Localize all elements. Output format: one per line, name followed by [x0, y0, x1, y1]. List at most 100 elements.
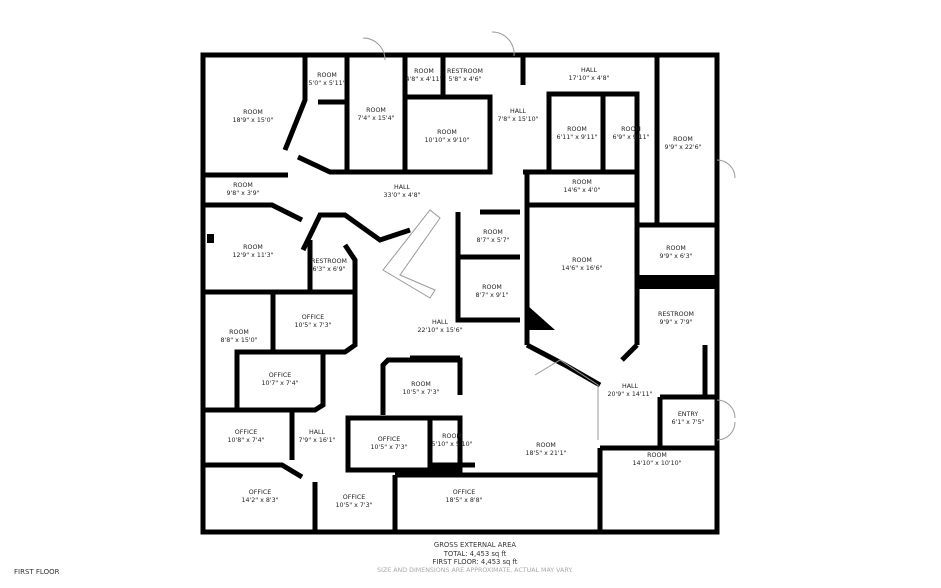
wall: [296, 154, 347, 175]
room-name: ROOM: [243, 109, 263, 116]
wall: [455, 209, 520, 323]
room-dimensions: 9'8" x 3'9": [226, 190, 260, 197]
room-dimensions: 14'2" x 8'3": [241, 497, 279, 504]
wall: [282, 57, 308, 151]
wall: [307, 240, 358, 292]
room-dimensions: 18'9" x 15'0": [232, 117, 274, 124]
room-name: ROOM: [673, 136, 693, 143]
room-name: OFFICE: [377, 436, 401, 443]
area-first-floor: FIRST FLOOR: 4,453 sq ft: [432, 558, 518, 566]
room-name: OFFICE: [452, 489, 476, 496]
wall: [392, 472, 600, 530]
exterior-wall: [200, 52, 720, 535]
room-dimensions: 18'5" x 21'1": [525, 450, 567, 457]
room-name: ENTRY: [677, 411, 699, 418]
room-name: ROOM: [414, 68, 434, 75]
room-name: ROOM: [437, 129, 457, 136]
counter: [534, 359, 599, 440]
room-name: RESTROOM: [658, 311, 694, 318]
room-name: OFFICE: [268, 372, 292, 379]
room-dimensions: 17'10" x 4'8": [568, 75, 610, 82]
room-dimensions: 7'9" x 16'1": [298, 437, 336, 444]
room-name: ROOM: [567, 126, 587, 133]
room-dimensions: 7'4" x 15'4": [357, 115, 395, 122]
room-dimensions: 6'1" x 7'5": [671, 419, 705, 426]
room-dimensions: 10'7" x 7'4": [261, 380, 299, 387]
wall: [380, 357, 463, 415]
room-name: HALL: [393, 184, 411, 191]
door-swing: [491, 31, 515, 57]
room-name: OFFICE: [301, 314, 325, 321]
room-name: ROOM: [243, 244, 263, 251]
wall: [345, 415, 463, 473]
wall-block: [527, 305, 555, 330]
disclaimer: SIZE AND DIMENSIONS ARE APPROXIMATE, ACT…: [377, 566, 573, 574]
room-name: ROOM: [536, 442, 556, 449]
room-name: ROOM: [621, 126, 641, 133]
wall: [205, 350, 326, 413]
room-name: OFFICE: [342, 494, 366, 501]
room-name: HALL: [621, 383, 639, 390]
room-dimensions: 33'0" x 4'8": [383, 192, 421, 199]
room-dimensions: 12'9" x 11'3": [232, 252, 274, 259]
room-dimensions: 6'11" x 9'11": [556, 134, 598, 141]
room-dimensions: 10'5" x 7'3": [402, 389, 440, 396]
room-name: HALL: [509, 108, 527, 115]
room-name: RESTROOM: [447, 68, 483, 75]
room-name: HALL: [431, 319, 449, 326]
room-dimensions: 22'10" x 15'6": [417, 327, 463, 334]
room-dimensions: 10'5" x 7'3": [370, 444, 408, 451]
room-dimensions: 5'8" x 4'6": [448, 76, 482, 83]
room-dimensions: 5'0" x 5'11": [308, 80, 346, 87]
room-name: ROOM: [366, 107, 386, 114]
room-dimensions: 5'10" x 5'10": [431, 441, 473, 448]
wall: [402, 57, 493, 175]
room-name: ROOM: [483, 229, 503, 236]
wall: [205, 289, 358, 408]
room-dimensions: 9'9" x 22'6": [664, 144, 702, 151]
room-dimensions: 8'7" x 5'7": [476, 237, 510, 244]
room-name: RESTROOM: [311, 258, 347, 265]
area-total: TOTAL: 4,453 sq ft: [443, 549, 507, 558]
room-name: OFFICE: [248, 489, 272, 496]
room-name: OFFICE: [234, 429, 258, 436]
room-dimensions: 7'8" x 15'10": [497, 116, 539, 123]
floor-name: FIRST FLOOR: [14, 568, 60, 576]
wall: [205, 462, 304, 480]
area-summary: GROSS EXTERNAL AREA TOTAL: 4,453 sq ft F…: [377, 541, 573, 575]
room-dimensions: 14'6" x 4'0": [563, 187, 601, 194]
room-dimensions: 10'10" x 9'10": [424, 137, 470, 144]
room-name: ROOM: [666, 245, 686, 252]
